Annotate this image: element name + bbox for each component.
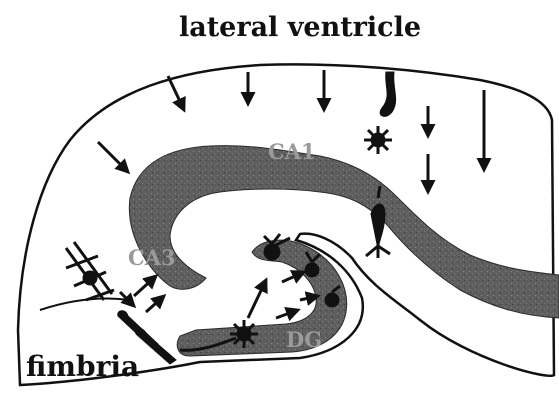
star-cell [364, 126, 392, 154]
arrow-12 [276, 310, 298, 318]
arrow-13 [300, 296, 318, 300]
arrow-10 [146, 296, 164, 312]
title-label: lateral ventricle [179, 12, 421, 43]
arrow-7 [98, 142, 128, 172]
arrow-1 [168, 76, 184, 110]
arrow-14 [282, 272, 304, 282]
arrow-11 [248, 280, 266, 318]
migration-arrows [120, 272, 318, 318]
fimbria-label: fimbria [26, 350, 139, 383]
elongated-cell-2 [136, 329, 176, 364]
teardrop-cell [380, 72, 395, 116]
dg-star-cell [230, 320, 258, 348]
ca3-label: CA3 [128, 245, 176, 270]
inner-outline [40, 298, 130, 310]
dg-label: DG [286, 327, 322, 352]
fimbria-cell-cluster [66, 242, 114, 300]
arrow-9 [134, 276, 156, 296]
cells [66, 72, 396, 364]
ca1-label: CA1 [268, 139, 316, 164]
